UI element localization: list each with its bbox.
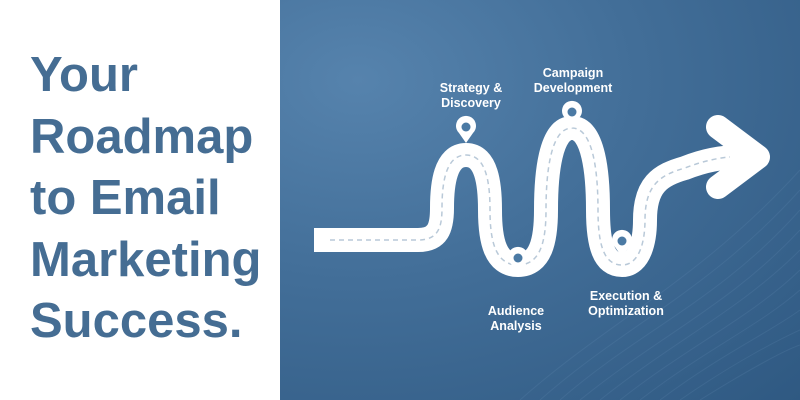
road — [314, 115, 770, 277]
milestone-audience-label: Audience Analysis — [481, 304, 551, 334]
milestone-audience-line-1: Audience — [487, 304, 545, 318]
milestone-strategy-line-1: Strategy & — [439, 81, 503, 95]
milestone-execution-line-2: Optimization — [588, 304, 664, 318]
milestone-execution-line-1: Execution & — [589, 289, 663, 303]
headline-line-1: Your — [30, 48, 138, 102]
background-waves — [519, 169, 800, 400]
road-path — [314, 116, 741, 277]
headline-line-3: to Email — [30, 171, 221, 225]
roadmap-svg — [314, 100, 800, 400]
headline: Your Roadmap to Email Marketing Success. — [30, 45, 261, 353]
roadmap-illustration: Strategy & Discovery Campaign Developmen… — [280, 0, 800, 400]
headline-line-2: Roadmap — [30, 109, 254, 164]
headline-line-5: Success. — [30, 294, 243, 348]
milestone-campaign-label: Campaign Development — [530, 66, 616, 96]
milestone-campaign-line-1: Campaign — [542, 66, 604, 80]
map-pin-icon — [562, 100, 582, 128]
milestone-execution-label: Execution & Optimization — [582, 289, 670, 319]
milestone-strategy-line-2: Discovery — [441, 96, 501, 110]
headline-line-4: Marketing — [30, 232, 262, 287]
milestone-campaign-line-2: Development — [533, 81, 613, 95]
map-pin-icon — [612, 229, 632, 257]
map-pin-icon — [508, 246, 528, 274]
arrow-head-icon — [706, 115, 770, 199]
map-pin-icon — [456, 115, 476, 143]
milestone-audience-line-2: Analysis — [490, 319, 542, 333]
milestone-strategy-label: Strategy & Discovery — [435, 81, 507, 111]
left-panel: Your Roadmap to Email Marketing Success. — [0, 0, 280, 400]
